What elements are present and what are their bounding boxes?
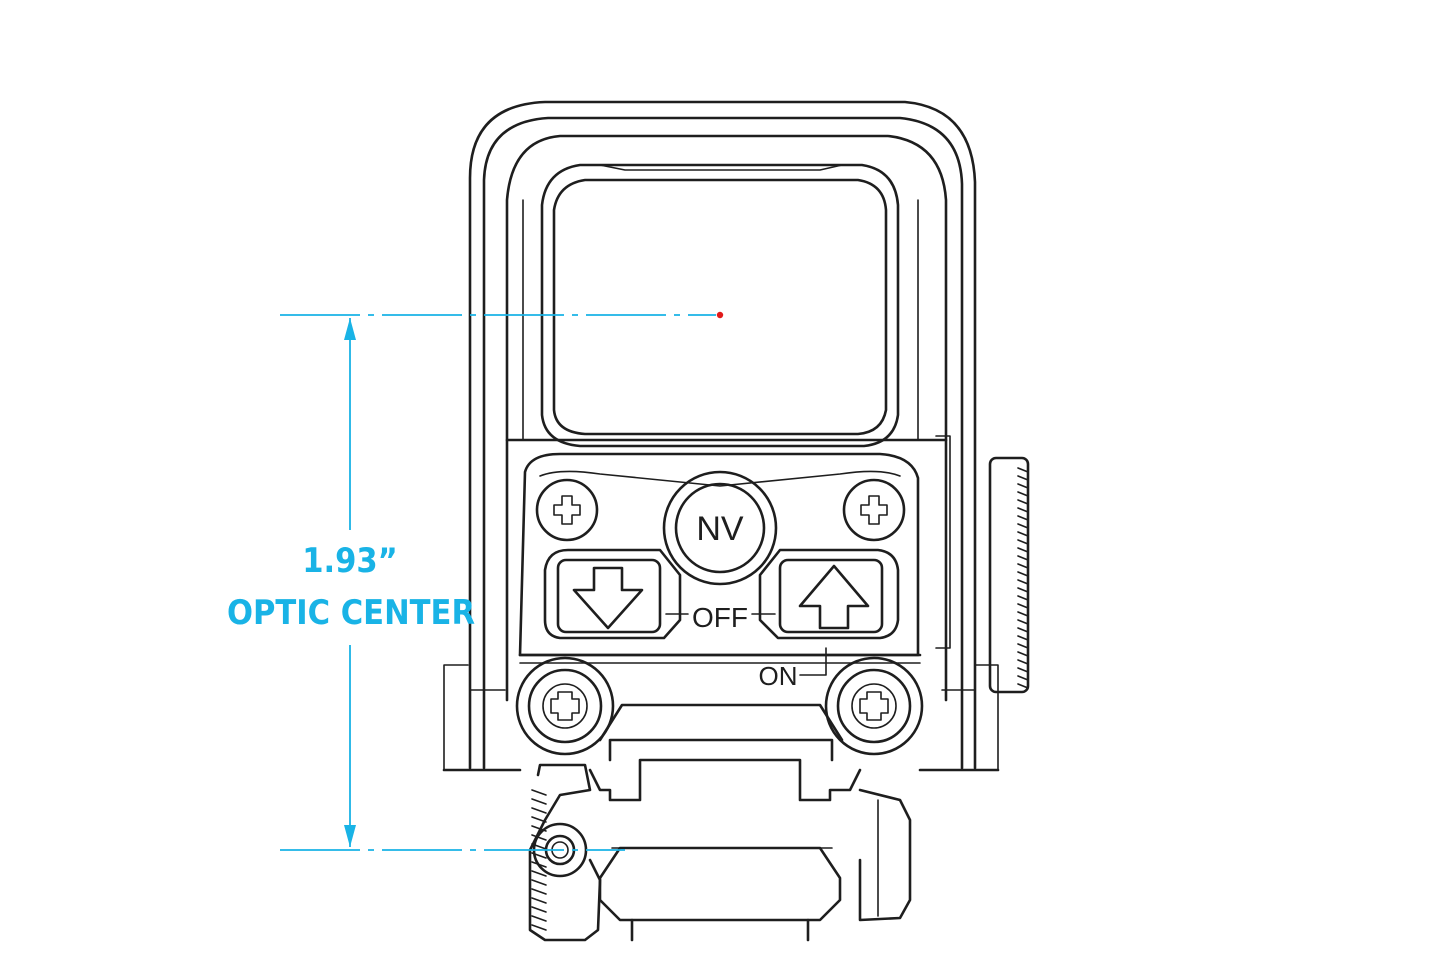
lever-knurl-ridge (531, 906, 547, 913)
knurl-ridge (1017, 539, 1029, 545)
optic-center-dimension: 1.93” OPTIC CENTER (227, 314, 716, 851)
optic-window (522, 163, 919, 448)
knurl-ridge (1017, 571, 1029, 577)
knurl-ridge (1017, 483, 1029, 489)
knurl-ridge (1017, 579, 1029, 585)
knurl-ridge (1017, 651, 1029, 657)
on-label: ON (759, 661, 798, 691)
down-arrow-icon (572, 566, 644, 630)
screw-bottom-right (824, 656, 924, 756)
knurl-ridge (1017, 491, 1029, 497)
lever-knurl-ridge (531, 879, 547, 886)
screw-top-right (842, 478, 906, 542)
rail-mount (588, 703, 912, 942)
lever-knurl-ridge (531, 798, 547, 805)
screw-head-icon (860, 495, 888, 525)
knurl-ridge (1017, 635, 1029, 641)
knurl-ridge (1017, 611, 1029, 617)
knurl-ridge (1017, 547, 1029, 553)
brightness-up-button[interactable] (758, 548, 900, 640)
dimension-arrow-down-icon (344, 825, 356, 847)
knurl-ridge (1017, 619, 1029, 625)
up-arrow-icon (798, 564, 870, 630)
reticle-dot (716, 311, 724, 319)
knurl-ridge (1017, 643, 1029, 649)
screw-top-left (535, 478, 599, 542)
dimension-caption: OPTIC CENTER (227, 593, 475, 633)
knurl-ridge (1017, 499, 1029, 505)
screw-head-icon (859, 691, 889, 721)
knurl-ridge (1017, 587, 1029, 593)
lever-knurl-ridge (531, 834, 547, 841)
screw-bottom-left (515, 656, 615, 756)
lever-knurl-ridge (531, 888, 547, 895)
dimension-arrow-up-icon (344, 318, 356, 340)
knurl-ridge (1017, 523, 1029, 529)
lever-knurl-ridge (531, 897, 547, 904)
lever-knurl-ridge (531, 915, 547, 922)
lever-knurl-ridge (531, 807, 547, 814)
lever-knurl-ridge (531, 789, 547, 796)
knurl-ridge (1017, 683, 1029, 689)
nv-button-label: NV (696, 510, 744, 548)
knurl-ridge (1017, 507, 1029, 513)
screw-head-icon (550, 691, 580, 721)
knurl-ridge (1017, 531, 1029, 537)
knurl-ridge (1017, 475, 1029, 481)
off-label: OFF (692, 602, 748, 633)
lever-knurl-ridge (531, 924, 547, 931)
knurled-knob-icon (988, 456, 1030, 694)
mount-lever (528, 763, 602, 942)
sight-hood (442, 100, 1000, 772)
knurl-ridge (1017, 675, 1029, 681)
knurl-ridge (1017, 555, 1029, 561)
knurl-ridge (1017, 627, 1029, 633)
knurl-ridge (1017, 467, 1029, 473)
lever-knurl-ridge (531, 816, 547, 823)
lever-knurl-ridge (531, 870, 547, 877)
knurl-ridge (1017, 667, 1029, 673)
off-label-group: OFF (665, 602, 776, 633)
nv-button[interactable]: NV (662, 470, 778, 586)
knurl-ridge (1017, 563, 1029, 569)
knurl-ridge (1017, 603, 1029, 609)
dimension-value: 1.93” (302, 541, 398, 581)
on-label-group: ON (759, 647, 827, 691)
knurl-ridge (1017, 659, 1029, 665)
knurl-ridge (1017, 595, 1029, 601)
knurl-ridge (1017, 515, 1029, 521)
screw-head-icon (553, 495, 581, 525)
brightness-down-button[interactable] (543, 548, 682, 640)
